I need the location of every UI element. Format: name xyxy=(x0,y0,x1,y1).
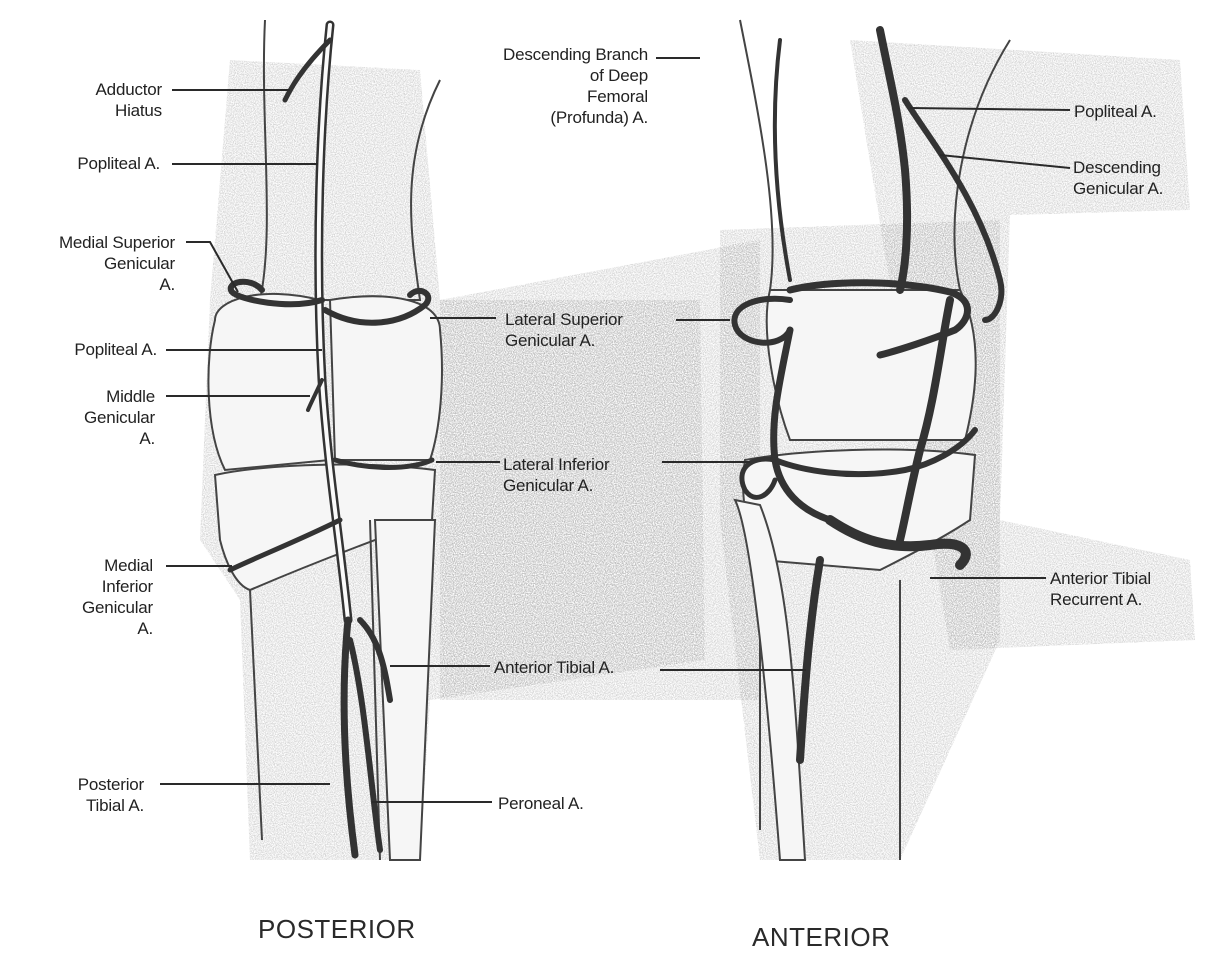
label-popliteal-anterior: Popliteal A. xyxy=(1074,101,1157,122)
label-middle-genicular: Middle Genicular A. xyxy=(84,386,155,449)
label-lateral-inferior-genicular: Lateral Inferior Genicular A. xyxy=(503,454,609,496)
label-medial-inferior-genicular: Medial Inferior Genicular A. xyxy=(82,555,153,639)
posterior-medial-condyle xyxy=(208,294,330,470)
label-anterior-tibial-recurrent: Anterior Tibial Recurrent A. xyxy=(1050,568,1151,610)
label-adductor-hiatus: Adductor Hiatus xyxy=(96,79,162,121)
label-anterior-tibial: Anterior Tibial A. xyxy=(494,657,614,678)
caption-anterior: ANTERIOR xyxy=(752,922,890,953)
label-posterior-tibial: Posterior Tibial A. xyxy=(78,774,144,816)
label-popliteal-lower: Popliteal A. xyxy=(74,339,157,360)
label-descending-genicular: Descending Genicular A. xyxy=(1073,157,1163,199)
label-popliteal-upper: Popliteal A. xyxy=(77,153,160,174)
caption-posterior: POSTERIOR xyxy=(258,914,416,945)
label-medial-superior-genicular: Medial Superior Genicular A. xyxy=(59,232,175,295)
label-lateral-superior-genicular: Lateral Superior Genicular A. xyxy=(505,309,623,351)
label-peroneal: Peroneal A. xyxy=(498,793,584,814)
label-descending-branch-deep-femoral: Descending Branch of Deep Femoral (Profu… xyxy=(503,44,648,128)
